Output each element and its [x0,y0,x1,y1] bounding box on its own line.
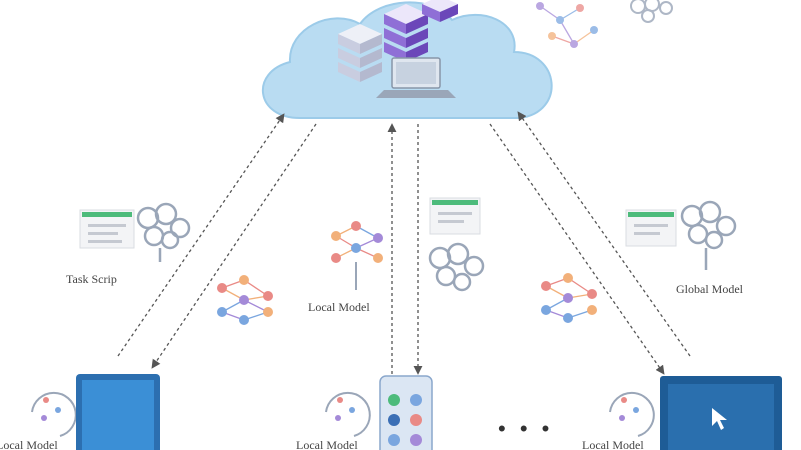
brain-icon [630,0,673,23]
device-right-label: Local Model [582,438,644,450]
arrow-upload-right [517,111,691,357]
sync-icon [31,391,77,437]
arrow-upload-left [117,113,285,357]
neural-network-icon [536,2,598,48]
sync-icon [325,391,371,437]
monitor-icon [660,376,782,450]
local-model-center-label: Local Model [308,300,370,314]
document-icon [625,209,677,247]
server-stack-icon [338,0,458,82]
document-icon [429,197,481,235]
arrow-download-right [489,123,665,375]
laptop-icon [376,57,456,98]
tablet-icon [76,374,160,450]
neural-network-icon [541,273,597,323]
task-script-label: Task Scrip [66,272,117,286]
brain-icon [428,242,485,292]
arrow-download-left [151,123,317,369]
sync-icon [609,391,655,437]
device-left-label: Local Model [0,438,58,450]
brain-icon [136,202,191,262]
global-model-label: Global Model [676,282,743,296]
device-center-label: Local Model [296,438,358,450]
document-icon [79,209,135,249]
neural-network-icon [331,221,383,290]
phone-icon [379,375,433,450]
communication-arrows [117,111,691,375]
brain-icon [680,200,737,270]
more-devices-ellipsis: • • • [498,416,554,441]
neural-network-icon [217,275,273,325]
